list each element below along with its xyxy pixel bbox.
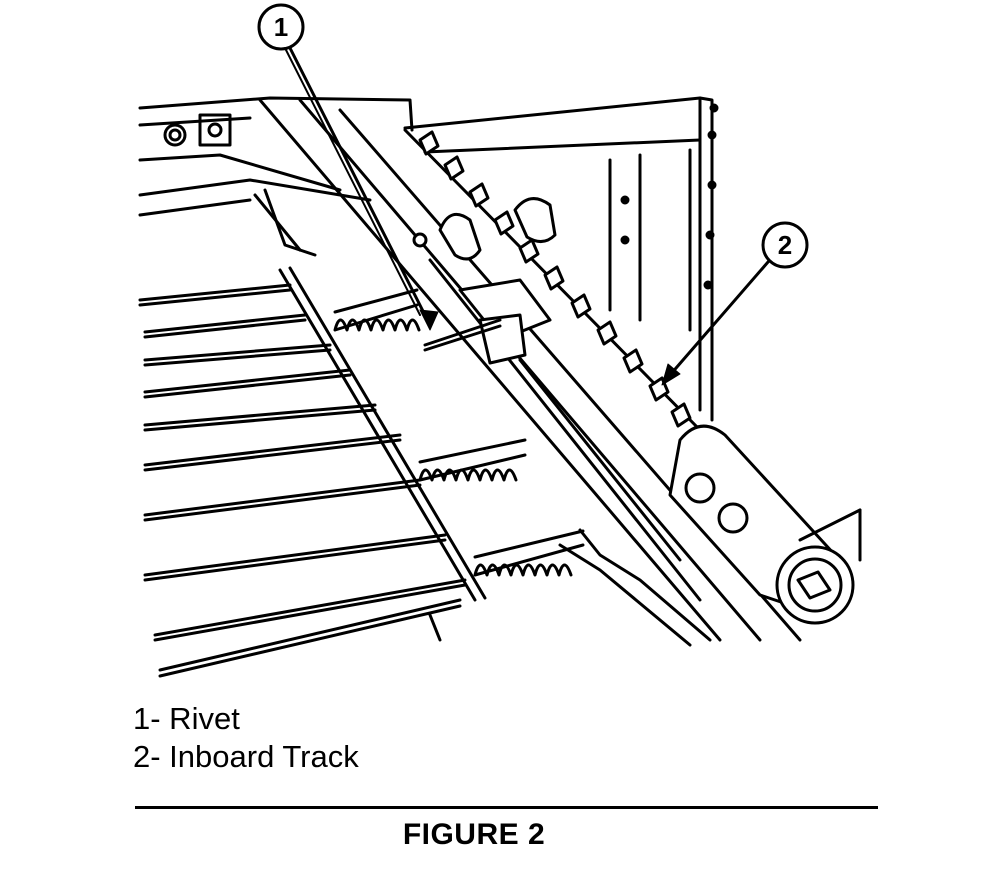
legend-item-inboard-track: 2- Inboard Track [133, 739, 359, 774]
seat-wires [138, 266, 487, 678]
seat-springs [333, 288, 585, 577]
legend: 1- Rivet 2- Inboard Track [133, 700, 359, 776]
callout-2 [661, 221, 809, 386]
legend-item-rivet: 1- Rivet [133, 701, 240, 736]
latch-mechanism [412, 197, 557, 365]
rack-teeth [418, 130, 692, 428]
callout-1 [257, 3, 439, 331]
seat-track-illustration: 1 2 [138, 3, 862, 678]
callout-2-label: 2 [778, 230, 792, 260]
frame-edge [558, 528, 712, 647]
track-end-bracket [668, 424, 862, 625]
upper-cross-member [138, 96, 414, 257]
divider-rule [135, 806, 878, 809]
callout-1-label: 1 [274, 12, 288, 42]
figure-caption: FIGURE 2 [402, 818, 546, 851]
rear-frame [403, 96, 719, 422]
